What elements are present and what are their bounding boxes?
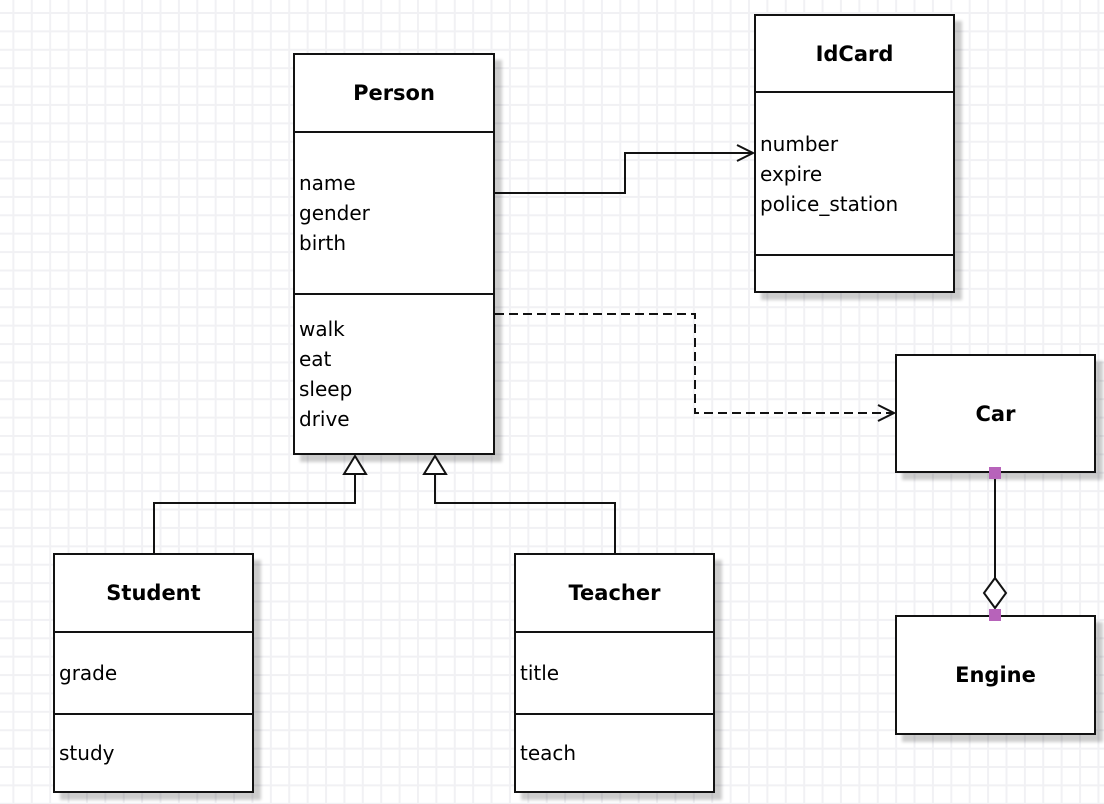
attributes-compartment: title [516,633,713,715]
method: teach [520,741,577,765]
open-arrowhead-icon [877,404,897,422]
method: drive [299,407,350,431]
attributes-compartment: number expire police_station [756,93,953,256]
class-name: Teacher [516,555,713,633]
generalization-student-person[interactable] [153,454,368,553]
method: walk [299,317,345,341]
class-name: IdCard [756,16,953,93]
generalization-teacher-person[interactable] [422,454,616,553]
attribute: grade [59,661,118,685]
class-box-car[interactable]: Car [895,354,1096,473]
aggregation-car-engine[interactable] [982,467,1008,621]
attribute: expire [760,161,823,186]
class-name: Engine [955,663,1036,687]
class-box-person[interactable]: Person name gender birth walk eat sleep … [293,53,495,455]
class-name: Car [975,401,1016,426]
attribute: title [520,661,560,685]
dependency-person-car[interactable] [495,313,897,422]
hollow-diamond-icon [982,576,1008,610]
association-person-idcard[interactable] [495,144,756,194]
methods-compartment: study [55,715,252,791]
class-name: Person [295,55,493,133]
methods-compartment: walk eat sleep drive [295,295,493,453]
method: study [59,741,115,765]
attributes-compartment: grade [55,633,252,715]
attributes-compartment: name gender birth [295,133,493,295]
class-box-teacher[interactable]: Teacher title teach [514,553,715,793]
attribute: birth [299,231,346,255]
hollow-triangle-icon [342,454,368,475]
attribute: gender [299,201,370,225]
attribute: number [760,131,839,156]
open-arrowhead-icon [736,144,756,162]
class-name: Student [55,555,252,633]
methods-compartment-empty [756,256,953,291]
class-box-engine[interactable]: Engine [895,615,1096,735]
attribute: police_station [760,191,899,216]
class-box-idcard[interactable]: IdCard number expire police_station [754,14,955,293]
class-box-student[interactable]: Student grade study [53,553,254,793]
attribute: name [299,171,356,195]
method: eat [299,347,332,371]
hollow-triangle-icon [422,454,448,475]
methods-compartment: teach [516,715,713,791]
method: sleep [299,377,353,401]
